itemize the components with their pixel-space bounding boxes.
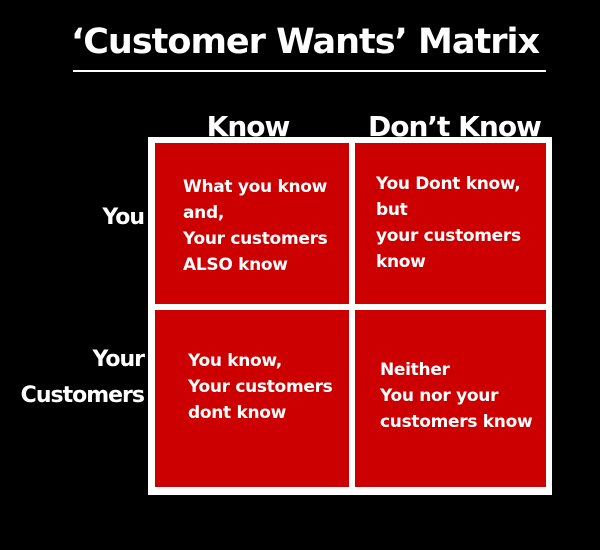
quadrant-customers-know: You know, Your customers dont know (155, 310, 349, 487)
quadrant-line: Neither (380, 360, 450, 380)
quadrant-line: dont know (188, 403, 287, 423)
quadrant-line: and, (183, 203, 225, 223)
quadrant-text: What you know and, Your customers ALSO k… (183, 174, 328, 278)
quadrant-text: You Dont know, but your customers know (376, 171, 521, 275)
quadrant-you-dont-know: You Dont know, but your customers know (355, 143, 546, 304)
quadrant-line: What you know (183, 177, 328, 197)
row-header-your-customers: Your Customers (20, 342, 145, 414)
quadrant-line: Your customers (183, 229, 328, 249)
row-header-customers-line-2: Customers (20, 383, 145, 408)
quadrant-line: but (376, 200, 408, 220)
quadrant-line: know (376, 252, 426, 272)
quadrant-line: customers know (380, 412, 533, 432)
quadrant-line: You nor your (380, 386, 499, 406)
page-title: ‘Customer Wants’ Matrix (70, 22, 540, 62)
quadrant-line: Your customers (188, 377, 333, 397)
quadrant-text: You know, Your customers dont know (188, 348, 333, 426)
quadrant-line: ALSO know (183, 255, 288, 275)
quadrant-you-know: What you know and, Your customers ALSO k… (155, 143, 349, 304)
row-header-you-line: You (102, 205, 145, 230)
quadrant-line: You Dont know, (376, 174, 521, 194)
quadrant-customers-dont-know: Neither You nor your customers know (355, 310, 546, 487)
quadrant-text: Neither You nor your customers know (380, 357, 533, 435)
title-underline (73, 70, 546, 72)
matrix-grid: What you know and, Your customers ALSO k… (148, 137, 552, 495)
quadrant-line: You know, (188, 351, 282, 371)
quadrant-line: your customers (376, 226, 521, 246)
row-header-customers-line-1: Your (92, 347, 145, 372)
row-header-you: You (102, 200, 145, 236)
